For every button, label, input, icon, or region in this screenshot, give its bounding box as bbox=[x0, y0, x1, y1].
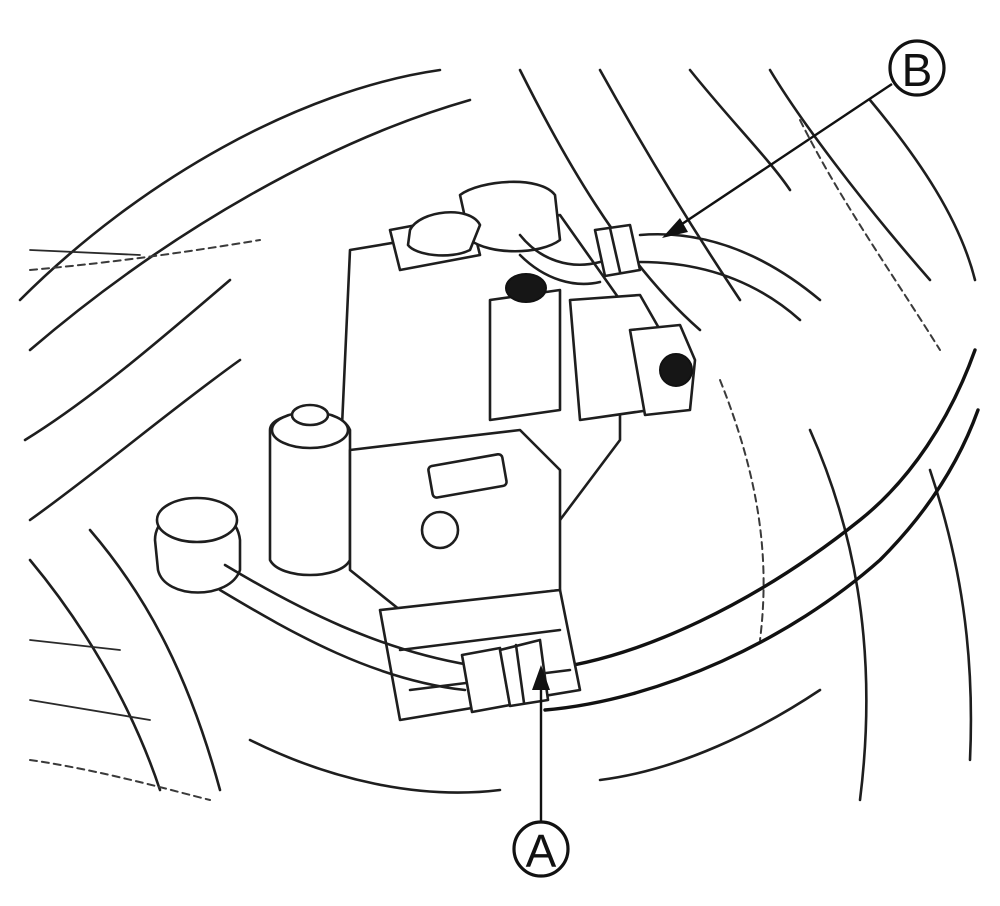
frame-background bbox=[18, 68, 977, 802]
hose-upper-right bbox=[638, 233, 822, 322]
callout-b-label: B bbox=[902, 44, 933, 96]
upper-hose-fitting bbox=[406, 180, 642, 286]
brake-hose-main bbox=[538, 348, 980, 712]
callout-a: A bbox=[512, 665, 570, 878]
reservoir-cap bbox=[153, 496, 242, 594]
brake-pipe-lower bbox=[218, 563, 472, 692]
callout-b: B bbox=[662, 39, 946, 238]
abs-modulator-body bbox=[268, 213, 697, 722]
callout-a-label: A bbox=[526, 825, 557, 877]
